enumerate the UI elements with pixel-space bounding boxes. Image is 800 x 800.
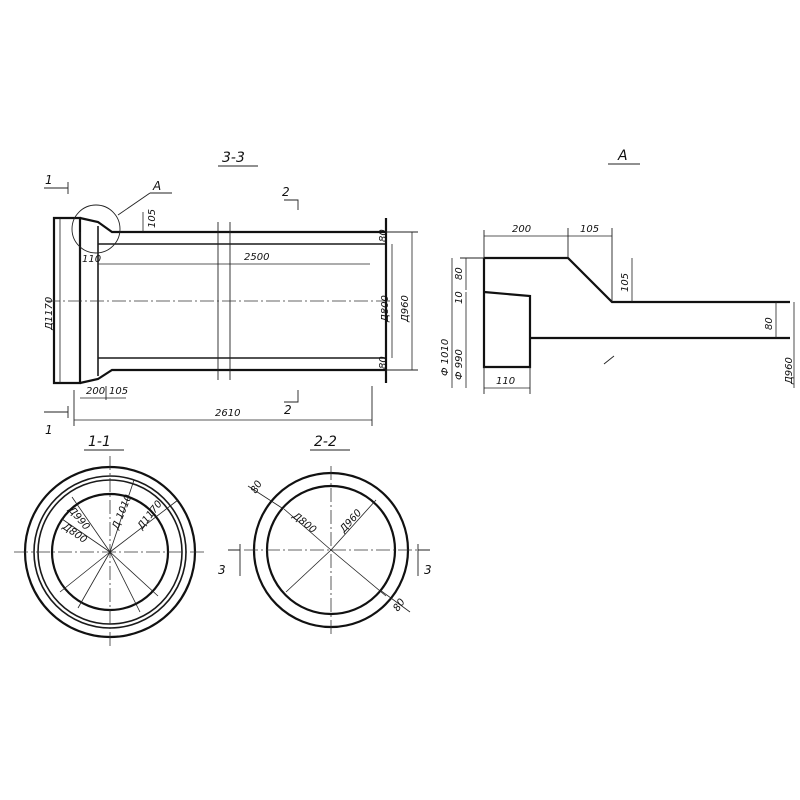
radial-2-2-ext-a — [285, 549, 332, 593]
detail-a-callout-label: A — [152, 179, 161, 193]
radial-d990 — [71, 496, 111, 553]
radial-d1170 — [109, 499, 179, 553]
radial-d1010 — [109, 479, 135, 553]
dim-2-2-d800-label: Д800 — [289, 510, 318, 536]
dim-2500-label: 2500 — [244, 252, 269, 263]
dim-a-1010-label: Ф 1010 — [440, 339, 451, 376]
radial-d800 — [61, 518, 111, 553]
radial-2-2-ext-b — [330, 549, 387, 597]
dim-80-bottom-label: 80 — [378, 356, 389, 369]
cut-marker-2-bottom — [284, 390, 299, 403]
dim-a-80-left-label: 80 — [454, 267, 465, 280]
cut-label-3-left: 3 — [218, 563, 226, 577]
cut-marker-3-right — [417, 544, 430, 576]
socket-taper-top — [79, 216, 128, 234]
dim-2610-label: 2610 — [215, 408, 240, 419]
socket-taper-bottom — [79, 368, 128, 385]
cut-marker-2-top — [284, 199, 299, 210]
cut-label-1-bottom: 1 — [45, 423, 53, 437]
cut-marker-1-bottom — [44, 406, 69, 418]
section-3-3-view: 3-3 A 1 1 2 2 — [44, 150, 418, 437]
cut-marker-1-top — [44, 182, 69, 194]
dim-1-1-d1170-label: Д1170 — [135, 499, 165, 533]
section-3-3-title: 3-3 — [222, 150, 245, 166]
dim-105-bottom-label: 105 — [109, 386, 128, 397]
radial-ext-d — [59, 551, 111, 593]
dim-2-2-80b-label: 80 — [391, 597, 407, 614]
leader-2-2-80-a — [247, 485, 283, 509]
dim-105-vert-label: 105 — [147, 209, 158, 228]
dim-d800-label: Д800 — [380, 295, 391, 323]
radial-2-2-d800 — [283, 508, 332, 551]
detail-a-view: А 200 105 105 80 10 Ф 1010 Ф 990 110 8 — [440, 148, 795, 394]
leader-2-2-80-b — [379, 589, 411, 613]
dim-a-10-label: 10 — [454, 291, 465, 304]
cut-label-1-top: 1 — [45, 173, 53, 187]
detail-a-flange-block — [482, 258, 532, 369]
radial-2-2-d960 — [330, 499, 377, 551]
dim-80-top-label: 80 — [378, 229, 389, 242]
section-1-1-view: 1-1 Д800 Д990 Д 1010 Д1170 — [14, 434, 206, 648]
detail-a-title: А — [617, 148, 628, 164]
dim-200-label: 200 — [86, 386, 105, 397]
detail-a-outer-profile — [484, 256, 790, 304]
radial-ext-a — [77, 551, 111, 609]
detail-a-break-mark — [603, 355, 615, 365]
dim-d960-label: Д960 — [400, 295, 411, 323]
section-1-1-title: 1-1 — [88, 434, 111, 450]
detail-a-leader — [117, 192, 151, 216]
cut-label-2-top: 2 — [282, 185, 290, 199]
dim-a-990-label: Ф 990 — [454, 349, 465, 380]
dim-1-1-d1010-label: Д 1010 — [110, 493, 134, 532]
dim-a-80-right-label: 80 — [764, 317, 775, 330]
cut-label-2-bottom: 2 — [284, 403, 292, 417]
cut-marker-3-left — [228, 544, 241, 576]
section-2-2-title: 2-2 — [314, 434, 337, 450]
dim-110-label: 110 — [82, 254, 101, 265]
section-2-2-view: 2-2 Д800 Д960 80 80 3 3 — [218, 434, 432, 634]
dim-a-d960-label: Д960 — [784, 357, 795, 385]
cut-label-3-right: 3 — [424, 563, 432, 577]
dim-a-105-label: 105 — [580, 224, 599, 235]
dim-d1170-label: Д1170 — [44, 297, 55, 331]
dim-a-105-vert-label: 105 — [620, 273, 631, 292]
radial-ext-c — [109, 551, 159, 597]
detail-a-callout-circle — [71, 204, 121, 254]
radial-ext-b — [109, 551, 141, 613]
dim-2-2-80a-label: 80 — [249, 479, 265, 496]
dim-a-110-label: 110 — [496, 376, 515, 387]
dim-2-2-d960-label: Д960 — [337, 508, 364, 536]
dim-a-200-label: 200 — [512, 224, 531, 235]
